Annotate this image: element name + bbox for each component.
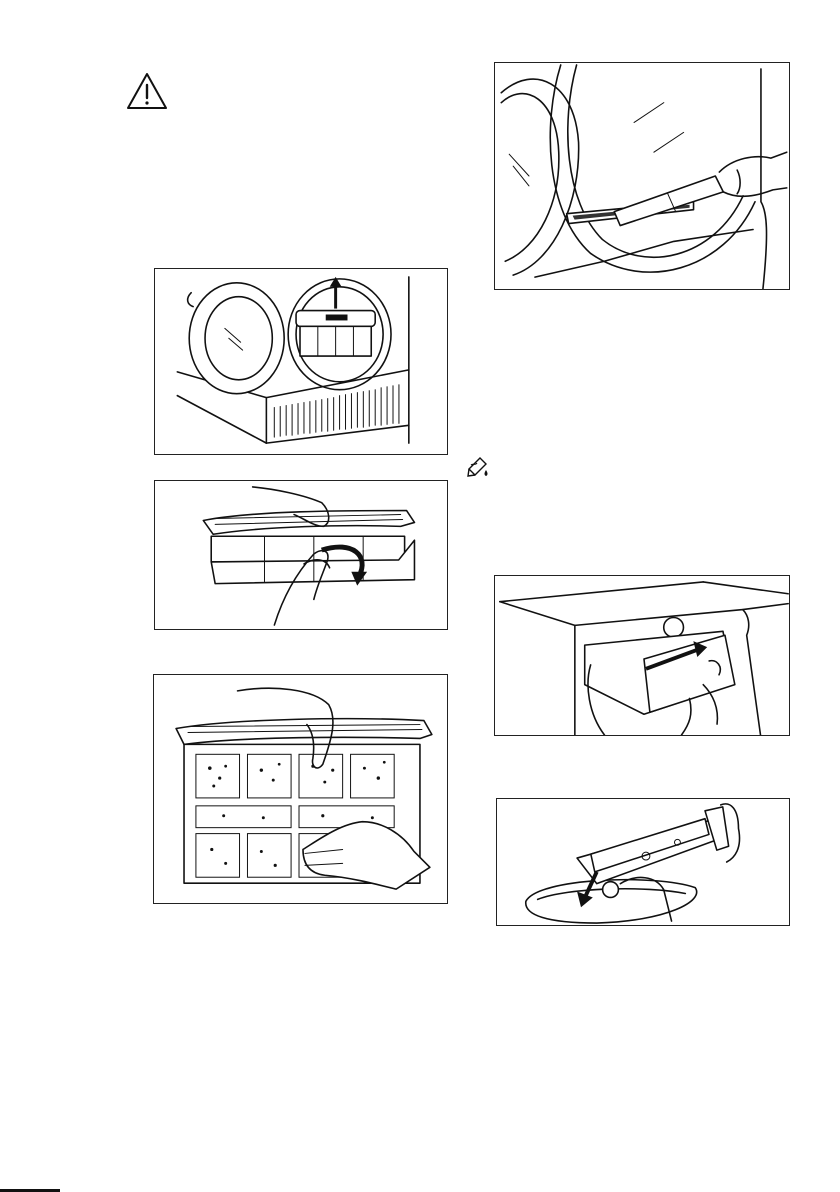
figure-open-filter [154,480,448,630]
figure-clean-filter-lint [153,674,448,904]
note-pencil-icon [466,454,492,478]
figure-lift-filter-out [154,268,448,455]
figure-pull-water-container [494,575,790,736]
figure-vacuum-filter-seat [494,62,790,290]
warning-triangle-icon [126,72,168,110]
figure-empty-water-container [496,798,790,926]
